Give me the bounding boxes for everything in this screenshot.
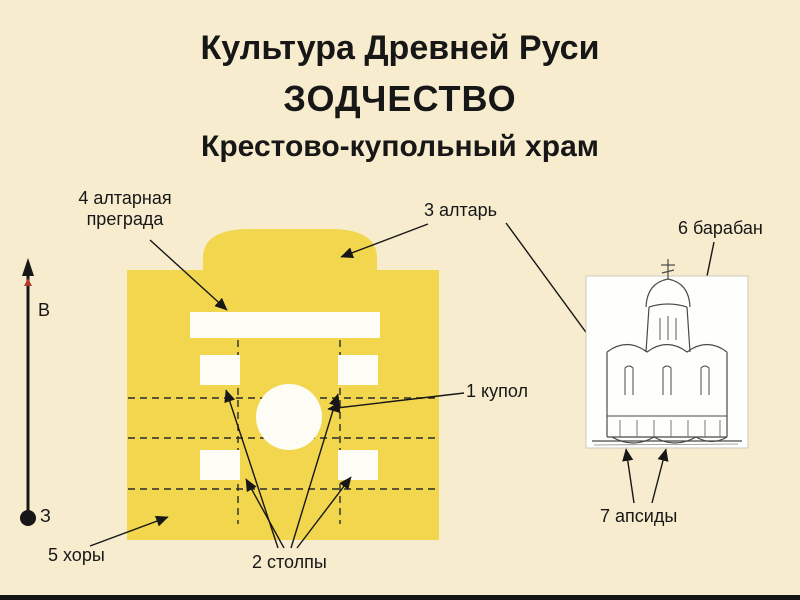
dome-circle — [256, 384, 322, 450]
arrow-altar-screen — [149, 239, 228, 311]
label-drum: 6 барабан — [678, 218, 763, 238]
compass-west-label: З — [40, 506, 51, 526]
arrow-apses-1 — [622, 448, 635, 504]
sketch-paper — [585, 275, 749, 449]
compass-red-tip — [24, 278, 32, 286]
compass-base-dot — [20, 510, 36, 526]
label-choirs: 5 хоры — [48, 545, 105, 565]
floor-plan — [127, 229, 439, 540]
compass-east-label: В — [38, 300, 51, 320]
plan-body-with-apse — [127, 229, 439, 540]
church-sketch — [585, 259, 749, 449]
pillar-left-bottom — [200, 450, 240, 480]
pillar-left-top — [200, 355, 240, 385]
altar-screen-bar — [190, 312, 380, 338]
label-pillars: 2 столпы — [252, 552, 327, 572]
arrow-pillar-lb — [245, 478, 285, 549]
arrow-apses-2 — [651, 448, 669, 504]
compass-arrowhead — [22, 258, 34, 276]
title-line-1: Культура Древней Руси — [200, 29, 600, 67]
pillars — [200, 355, 378, 480]
pillar-right-bottom — [338, 450, 378, 480]
title-line-3: Крестово-купольный храм — [201, 130, 599, 164]
label-altar-screen: 4 алтарная преграда — [78, 188, 172, 229]
title-line-2: ЗОДЧЕСТВО — [283, 78, 517, 120]
slide-title: Культура Древней Руси ЗОДЧЕСТВО Крестово… — [0, 24, 800, 169]
arrow-altar-to-plan — [340, 223, 429, 259]
arrow-choirs — [89, 515, 169, 547]
pillar-right-top — [338, 355, 378, 385]
slide-bottom-border — [0, 595, 800, 600]
compass-axis — [20, 258, 36, 526]
arrow-pillar-rb — [296, 476, 352, 549]
label-dome: 1 купол — [466, 381, 528, 401]
arrow-pillar-rt — [290, 393, 340, 549]
label-apses: 7 апсиды — [600, 506, 678, 526]
arrow-dome — [327, 392, 465, 414]
label-altar: 3 алтарь — [424, 200, 497, 220]
